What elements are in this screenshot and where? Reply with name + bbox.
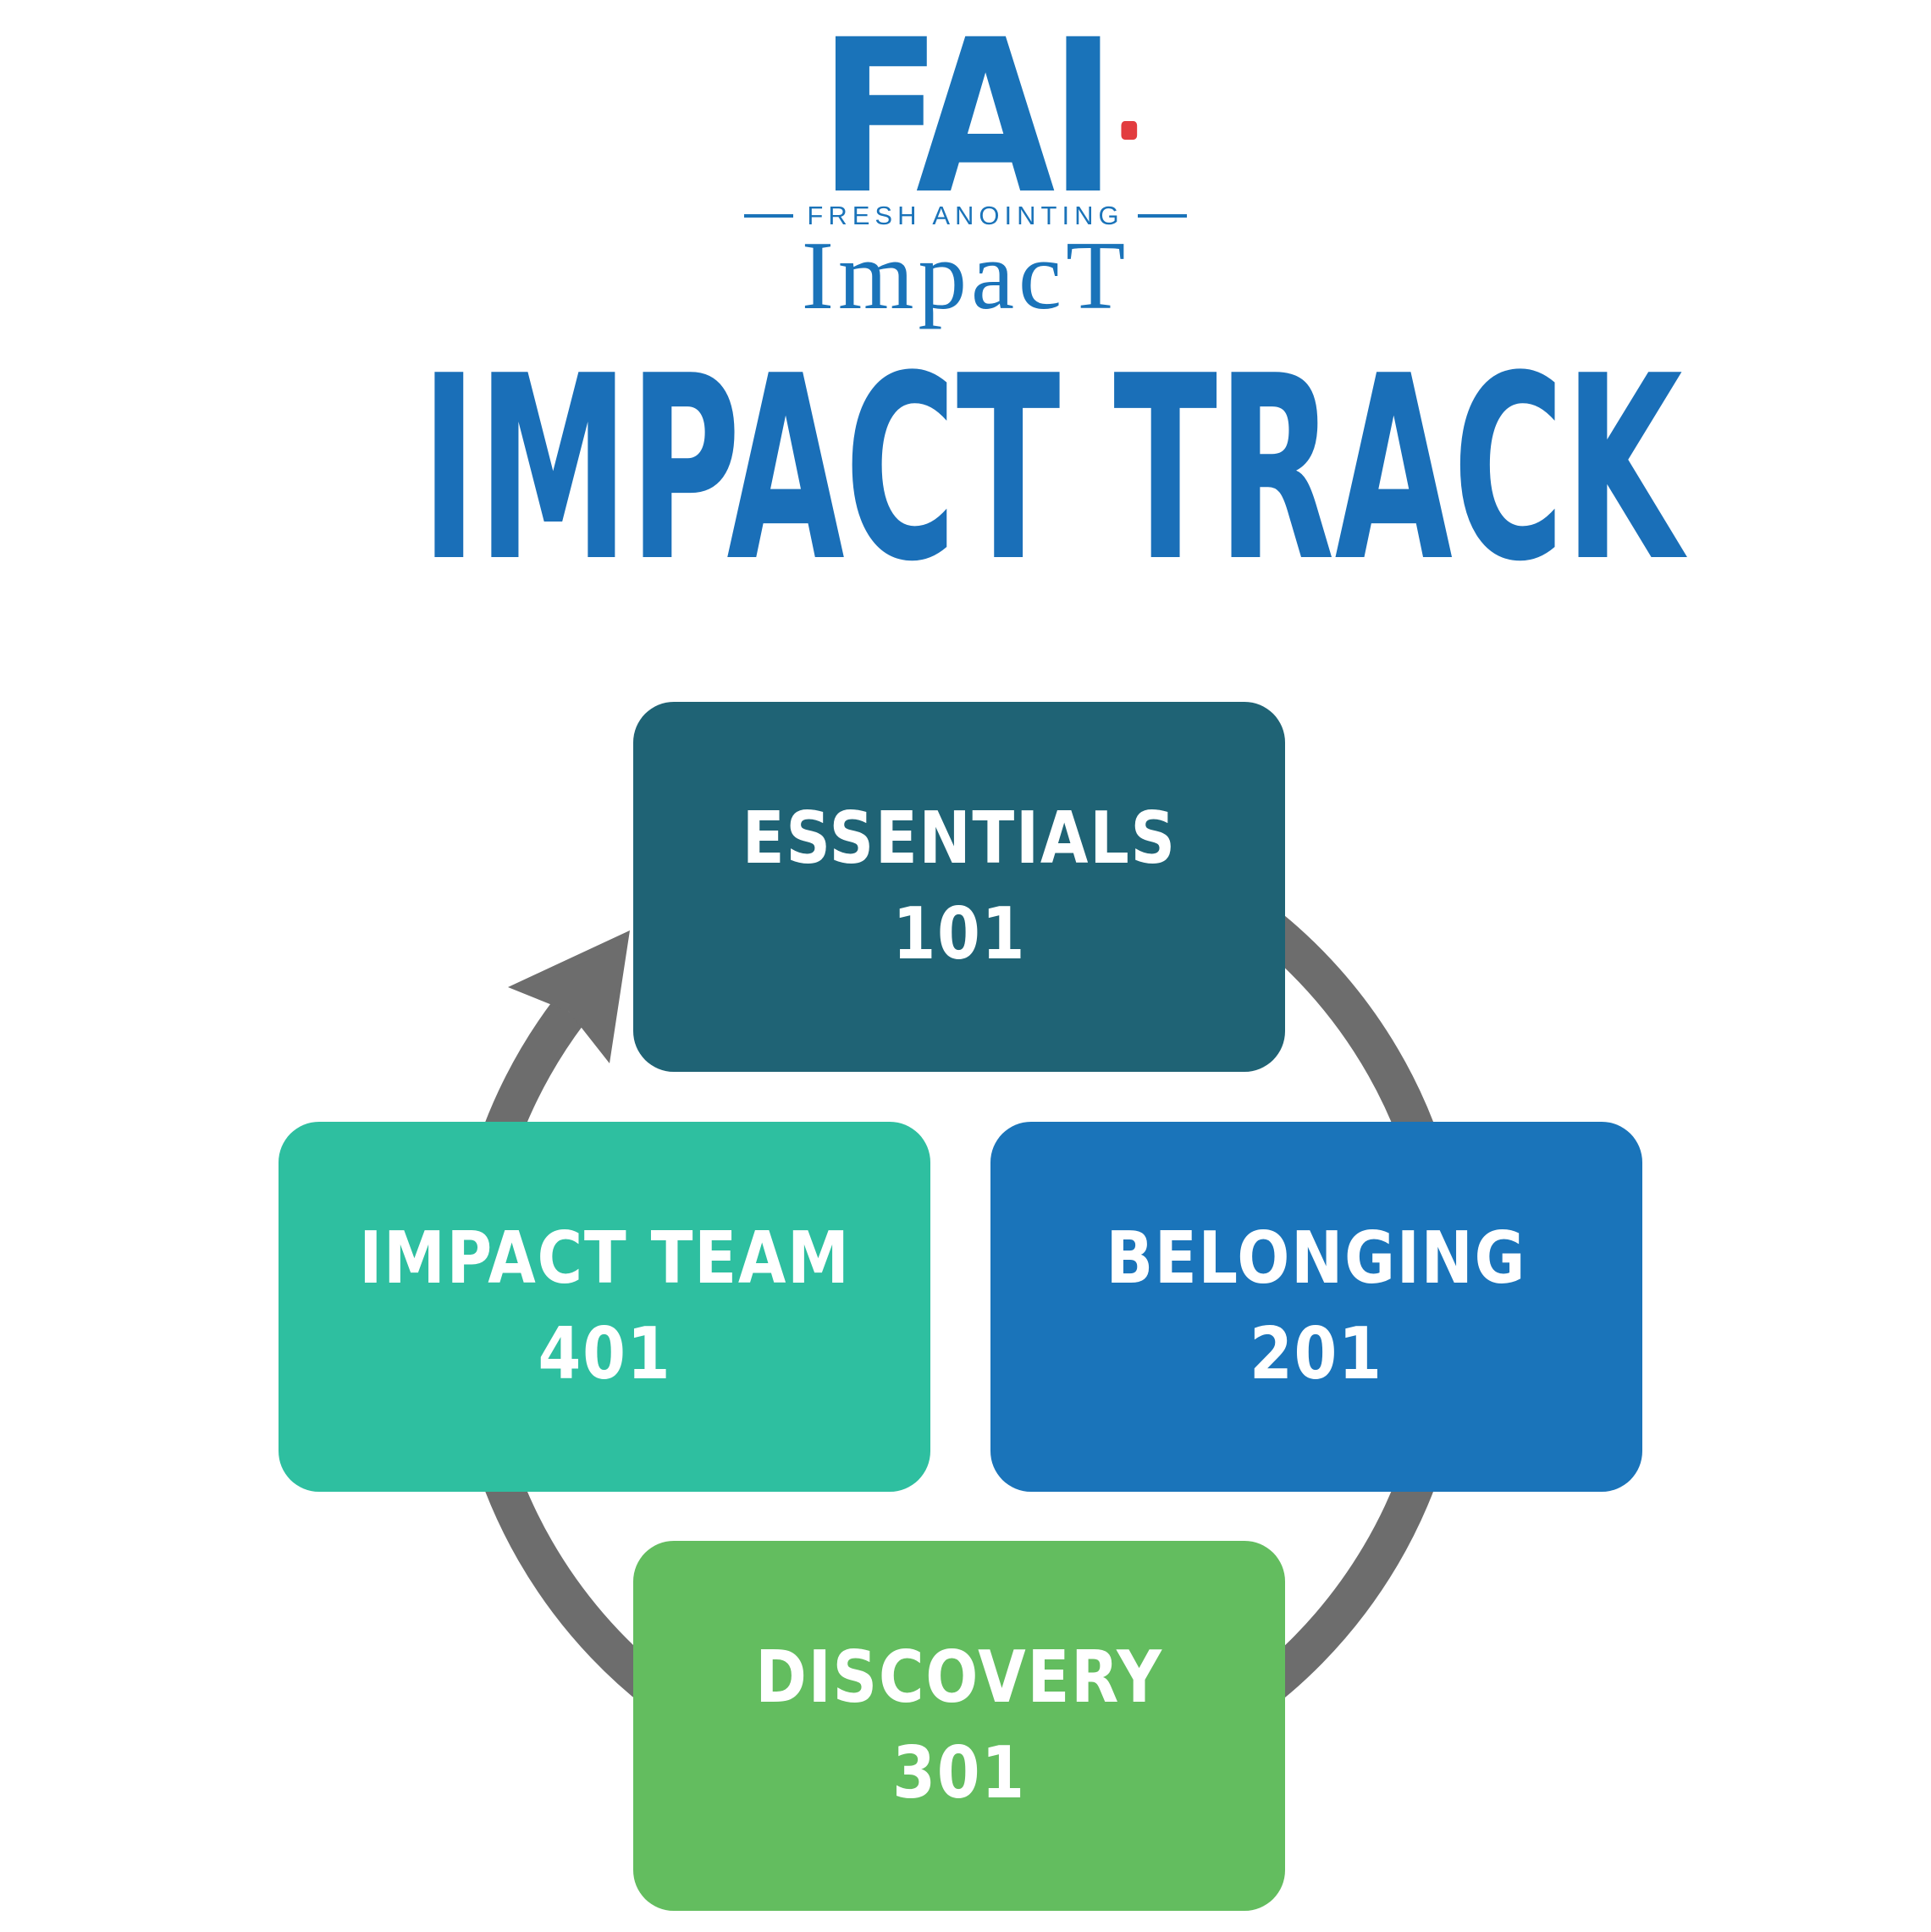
logo-acronym-text: FAI bbox=[819, 0, 1117, 240]
step-number: 101 bbox=[892, 891, 1026, 976]
step-text: DISCOVERY 301 bbox=[755, 1631, 1163, 1820]
step-label: IMPACT TEAM bbox=[358, 1217, 851, 1301]
tagline-right-rule bbox=[1137, 213, 1187, 218]
step-card-essentials: ESSENTIALS 101 bbox=[633, 702, 1285, 1072]
page-title: IMPACT TRACK bbox=[0, 322, 1931, 617]
fai-logo: FAI FRESH ANOINTING ImpacT bbox=[0, 12, 1931, 329]
logo-tagline: FRESH ANOINTING bbox=[744, 200, 1187, 231]
step-number: 401 bbox=[538, 1311, 671, 1396]
step-label: DISCOVERY bbox=[755, 1636, 1163, 1720]
logo-red-dot-icon bbox=[1121, 120, 1138, 140]
step-text: IMPACT TEAM 401 bbox=[359, 1212, 850, 1401]
logo-wordmark: ImpacT bbox=[801, 221, 1130, 329]
step-label: ESSENTIALS bbox=[742, 797, 1177, 881]
step-number: 301 bbox=[892, 1731, 1026, 1815]
logo-acronym: FAI bbox=[819, 12, 1138, 224]
step-card-impact-team: IMPACT TEAM 401 bbox=[279, 1122, 930, 1492]
step-number: 201 bbox=[1250, 1311, 1383, 1396]
step-text: ESSENTIALS 101 bbox=[742, 792, 1176, 981]
step-label: BELONGING bbox=[1106, 1217, 1527, 1301]
cycle-arrowhead-icon bbox=[508, 930, 630, 1063]
step-card-belonging: BELONGING 201 bbox=[990, 1122, 1642, 1492]
logo-tagline-text: FRESH ANOINTING bbox=[807, 200, 1124, 230]
step-text: BELONGING 201 bbox=[1106, 1212, 1527, 1401]
step-card-discovery: DISCOVERY 301 bbox=[633, 1541, 1285, 1911]
tagline-left-rule bbox=[744, 213, 794, 218]
page-title-text: IMPACT TRACK bbox=[420, 322, 1683, 617]
